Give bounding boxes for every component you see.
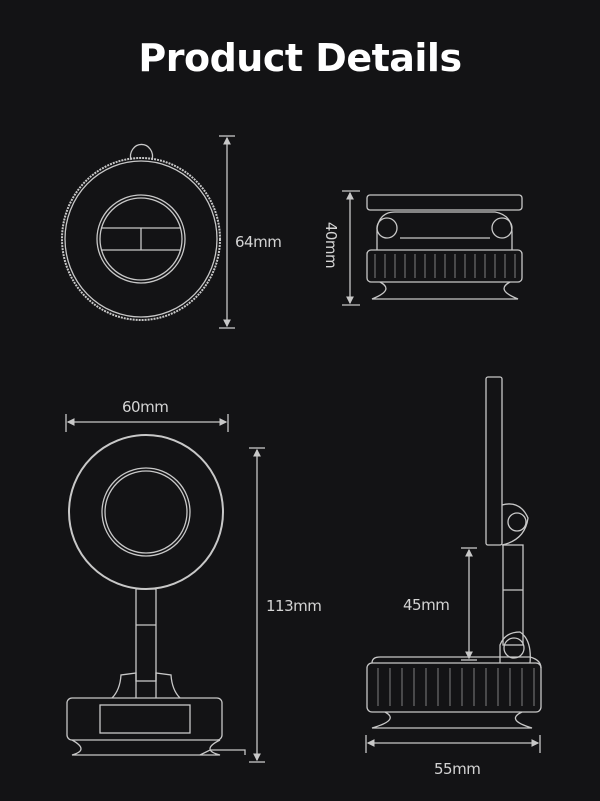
unfolded-front-view: [66, 434, 246, 756]
dimension-40mm-line: [342, 190, 360, 306]
folded-front-view: [61, 143, 221, 321]
label-64mm: 64mm: [235, 233, 282, 251]
label-40mm: 40mm: [322, 221, 341, 269]
dimension-113mm-line: [249, 447, 265, 763]
folded-side-view: [366, 194, 523, 300]
label-113mm: 113mm: [266, 597, 322, 615]
dimension-60mm-line: [65, 414, 229, 432]
unfolded-side-view: [366, 376, 542, 729]
dimension-64mm-line: [219, 135, 235, 329]
page-title: Product Details: [138, 36, 462, 80]
dimension-45mm-line: [461, 547, 477, 661]
label-45mm: 45mm: [403, 596, 450, 614]
dimension-55mm-line: [365, 735, 541, 753]
label-60mm: 60mm: [122, 398, 169, 416]
label-55mm: 55mm: [434, 760, 481, 778]
